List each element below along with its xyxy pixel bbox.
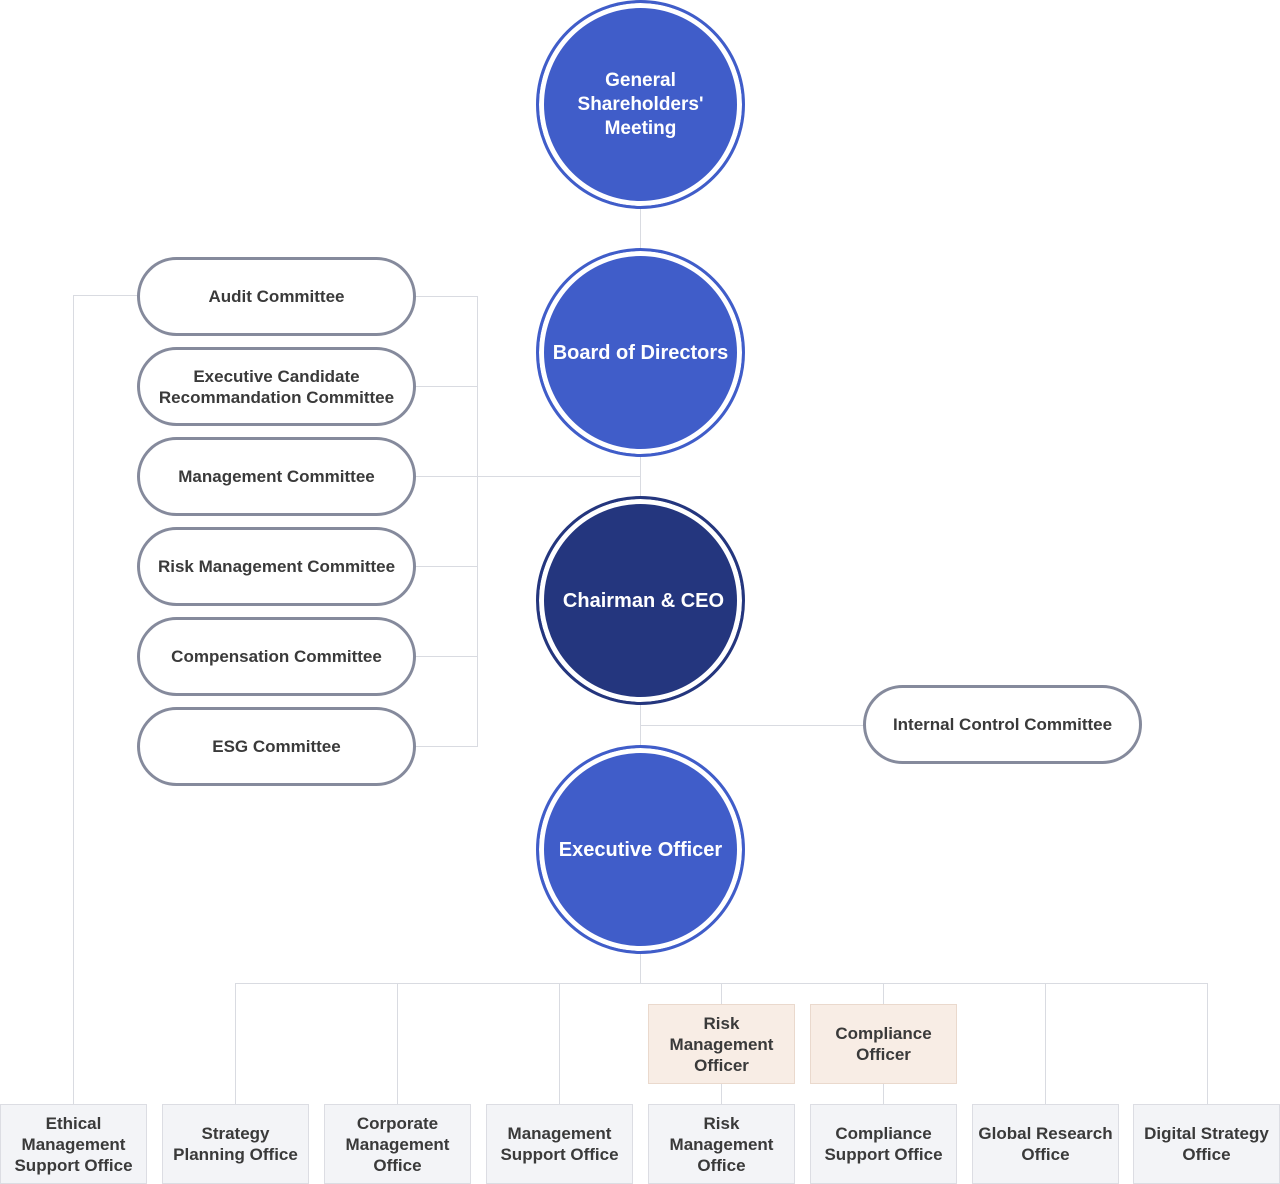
internal-control-committee: Internal Control Committee [863,685,1142,764]
risk-management-officer: Risk Management Officer [648,1004,795,1084]
management-support-office: Management Support Office [486,1104,633,1184]
ethical-management-support-office: Ethical Management Support Office [0,1104,147,1184]
global-research-office: Global Research Office [972,1104,1119,1184]
strategy-planning-office: Strategy Planning Office [162,1104,309,1184]
general-shareholders-meeting-label: General Shareholders' Meeting [577,69,704,139]
digital-strategy-office: Digital Strategy Office [1133,1104,1280,1184]
corporate-management-office: Corporate Management Office [324,1104,471,1184]
compensation-committee: Compensation Committee [137,617,416,696]
chairman-ceo-label: Chairman & CEO [562,589,725,612]
board-of-directors-node: Board of Directors [536,248,745,457]
esg-committee: ESG Committee [137,707,416,786]
compliance-support-office: Compliance Support Office [810,1104,957,1184]
executive-candidate-recommendation-committee: Executive Candidate Recommandation Commi… [137,347,416,426]
executive-officer-label: Executive Officer [558,838,723,861]
executive-officer-node: Executive Officer [536,745,745,954]
management-committee: Management Committee [137,437,416,516]
risk-management-committee: Risk Management Committee [137,527,416,606]
compliance-officer: Compliance Officer [810,1004,957,1084]
board-of-directors-label: Board of Directors [552,341,729,364]
chairman-ceo-node: Chairman & CEO [536,496,745,705]
audit-committee: Audit Committee [137,257,416,336]
risk-management-office: Risk Management Office [648,1104,795,1184]
general-shareholders-meeting-node: General Shareholders' Meeting [536,0,745,209]
